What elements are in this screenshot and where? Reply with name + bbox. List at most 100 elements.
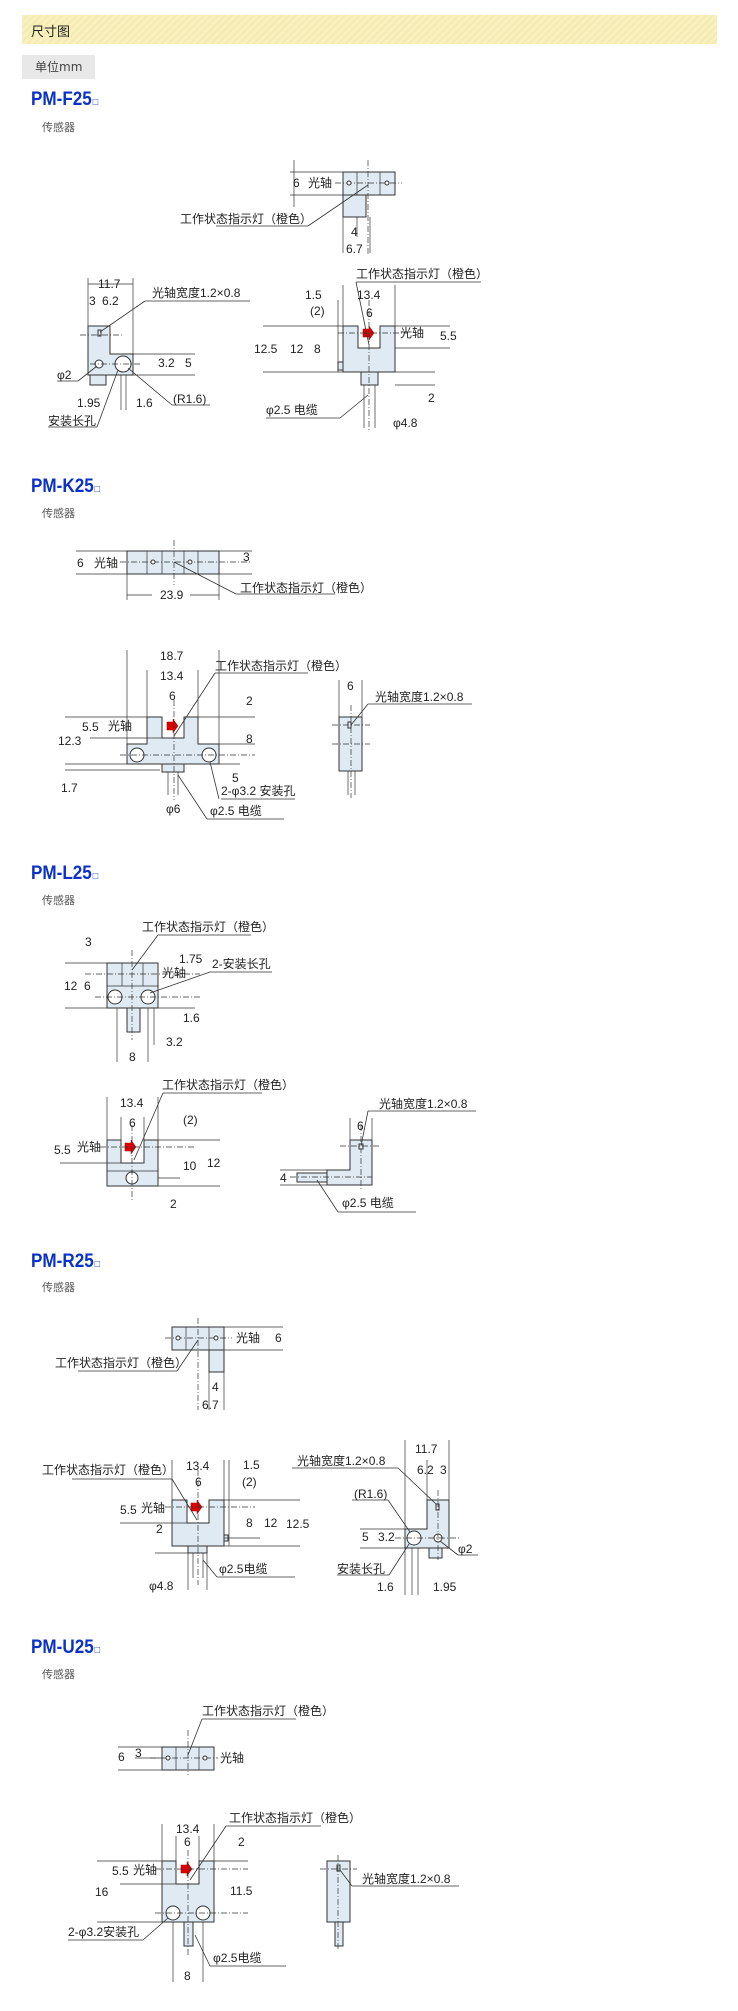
dimension-label: (R1.6) [173,392,206,406]
dimension-label: 5.5 [440,329,457,343]
dimension-label: 光轴宽度1.2×0.8 [375,689,464,704]
dimension-label: 13.4 [176,1822,200,1836]
dimension-label: 5.5 [120,1503,137,1517]
dimension-label: 光轴 [400,325,424,340]
dimension-label: 8 [129,1050,136,1064]
dimension-label: 8 [246,1516,253,1530]
dimension-label: 12 [207,1156,221,1170]
dimension-label: 光轴 [308,175,332,190]
dimension-label: 工作状态指示灯（橙色） [42,1462,174,1477]
dimension-label: 1.95 [433,1580,457,1594]
dimension-label: 3.2 [378,1530,395,1544]
dimension-label: 13.4 [120,1096,144,1110]
model-heading-f25: PM-F25□ [31,89,98,111]
leader-line [388,1543,410,1576]
leader-line [339,1869,353,1887]
mounting-hole [384,180,390,186]
sensor-part [126,550,220,575]
dimension-label: 3.2 [158,356,175,370]
dimension-label: 6 [84,979,91,993]
dimension-label: 安装长孔 [48,413,96,428]
dimension-label: 18.7 [160,649,184,663]
dimension-label: 2-安装长孔 [212,956,271,971]
leader-line [189,1825,227,1881]
dimension-label: 12 [264,1516,278,1530]
dimension-label: 1.6 [377,1580,394,1594]
model-heading-u25: PM-U25□ [31,1637,100,1659]
dimension-label: 5.5 [112,1864,129,1878]
dimension-label: 6 [118,1750,125,1764]
sensor-part [428,1547,443,1559]
leader-line [397,1467,437,1505]
dimension-label: (R1.6) [354,1487,387,1501]
dimension-label: 工作状态指示灯（橙色） [240,580,372,595]
dimension-label: 2 [238,1835,245,1849]
dimension-label: 工作状态指示灯（橙色） [229,1810,361,1825]
leader-line [177,774,208,820]
sensor-part [347,721,352,729]
dimension-label: 3 [135,1746,142,1760]
dimension-label: 2-φ3.2安装孔 [68,1924,139,1939]
leader-line [173,561,237,595]
leader-line [99,300,146,333]
dimension-label: φ2.5 电缆 [210,804,262,818]
dimension-label: 12 [64,979,78,993]
mounting-hole [187,559,193,565]
dimension-label: 11.7 [415,1442,438,1456]
sensor-part [334,1921,344,1947]
indicator-light-icon [166,718,179,734]
sensor-part [360,371,379,386]
mounting-hole [213,1335,219,1341]
model-name: PM-K25 [31,476,94,497]
sensor-part [336,1864,341,1872]
dimension-label: (2) [242,1475,257,1489]
model-suffix: □ [92,871,99,882]
dimension-label: φ2.5电缆 [219,1562,267,1576]
dimension-label: 6 [275,1331,282,1345]
dimension-label: (2) [183,1113,198,1127]
dimension-label: 光轴 [162,965,186,980]
dimension-label: 1.5 [305,288,322,302]
leader-line [77,365,98,382]
leader-line [171,1478,198,1521]
dimension-label: 6 [169,689,176,703]
dimension-label: 光轴宽度1.2×0.8 [297,1453,386,1468]
sensor-part [161,763,185,773]
dimension-label: 工作状态指示灯（橙色） [356,266,488,281]
leader-line [339,394,369,419]
dimension-label: 6.2 [417,1463,434,1477]
dimension-label: 3 [440,1463,447,1477]
dimension-label: 1.75 [179,952,203,966]
leader-line [131,934,159,971]
leader-line [439,1540,459,1556]
sensor-body [326,1139,373,1186]
mounting-hole [202,1755,208,1761]
dimension-label: 3 [85,935,92,949]
leader-line [176,1339,199,1372]
model-name: PM-L25 [31,863,92,884]
dimension-label: 1.7 [61,781,78,795]
dimension-label: 8 [184,1969,191,1983]
dimension-label: 6 [293,176,300,190]
dimension-label: 11.5 [230,1884,253,1898]
dimension-label: 光轴宽度1.2×0.8 [152,285,241,300]
mounting-hole [165,1755,171,1761]
dimension-label: φ2 [458,1542,473,1556]
dimension-label: 安装长孔 [337,1561,385,1576]
model-suffix: □ [94,484,101,495]
dimension-label: 12.3 [58,734,82,748]
sensor-part [97,329,102,337]
dimension-label: 5.5 [82,720,99,734]
model-heading-r25: PM-R25□ [31,1251,100,1273]
leader-line [149,971,211,994]
dimension-label: 工作状态指示灯（橙色） [55,1355,187,1370]
dimension-label: 6 [129,1116,136,1130]
dimension-label: 工作状态指示灯（橙色） [162,1077,294,1092]
leader-line [142,1917,169,1941]
